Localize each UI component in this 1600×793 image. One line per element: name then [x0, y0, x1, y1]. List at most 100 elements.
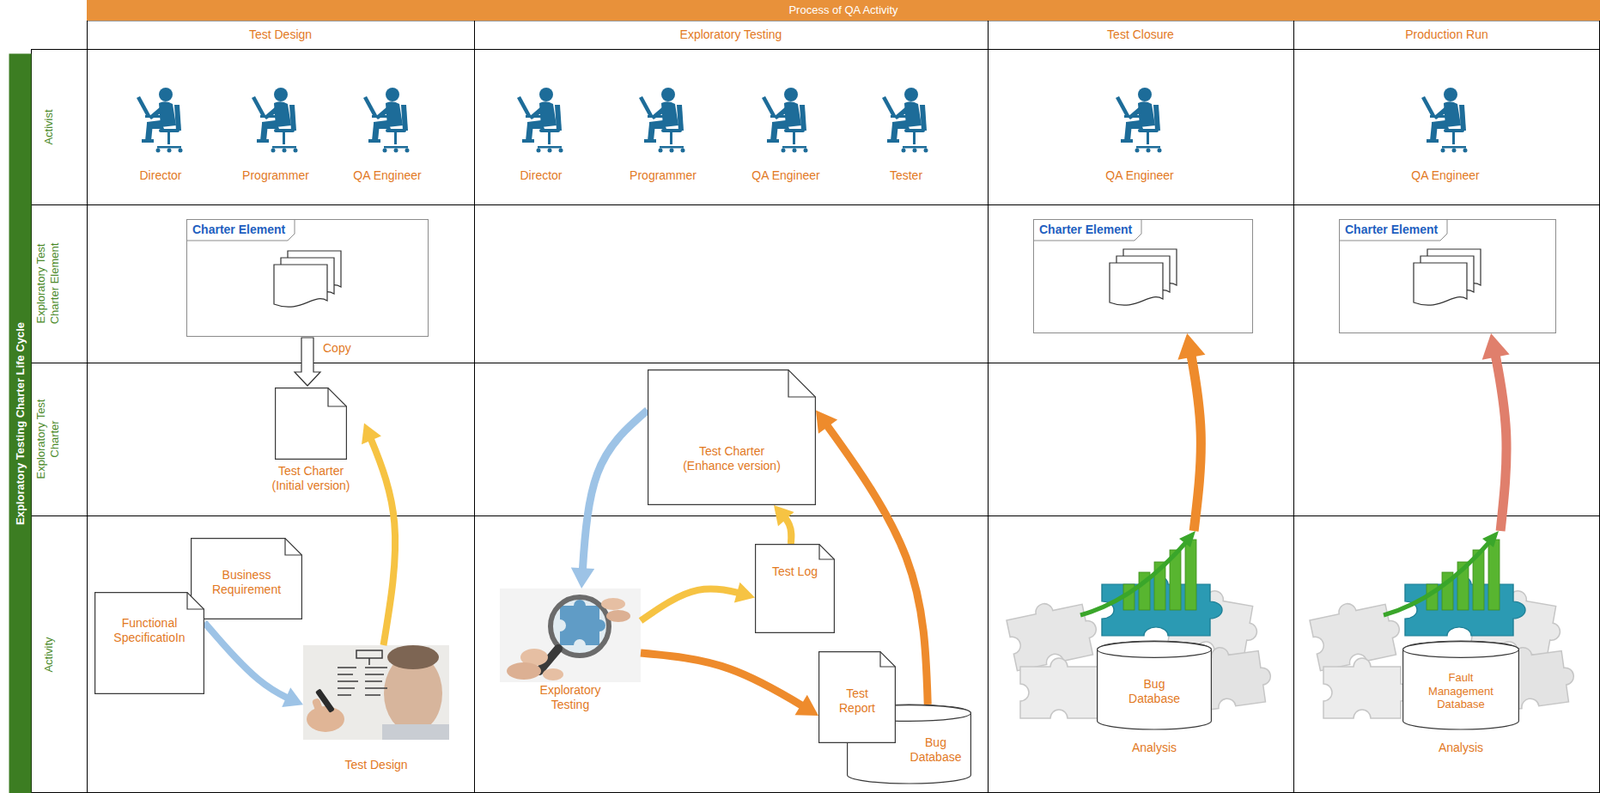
node-text: Test Design [249, 27, 312, 43]
document-outline [191, 538, 303, 620]
cylinder-outline [847, 704, 972, 784]
node-text: Bug Database [906, 735, 967, 765]
node-text: Analysis [1438, 740, 1484, 755]
connector-group [773, 504, 795, 544]
grid-lines [30, 20, 1600, 793]
grid-lines [30, 515, 1600, 517]
node-text: Test Design [344, 757, 408, 773]
node-text: Analysis [1131, 740, 1177, 755]
document-shape: Test Log [754, 543, 835, 633]
person-icons [251, 87, 299, 153]
node-text: Charter Element [187, 219, 294, 241]
person-icons [1421, 87, 1468, 153]
row-header: Exploratory Test Charter Element [32, 204, 64, 363]
copy-arrow [294, 337, 321, 386]
exploratory-testing-photo [499, 588, 641, 682]
person-icons [638, 87, 686, 153]
grid-lines [30, 791, 1600, 793]
role-name: Director [519, 168, 562, 183]
flow-arrow [1186, 333, 1201, 531]
arrow-head [773, 504, 795, 526]
connector-group [640, 582, 755, 621]
role-name: QA Engineer [1411, 168, 1479, 183]
role-name: Tester [889, 168, 923, 183]
person-icons [517, 87, 564, 153]
label-holder: Director [519, 168, 562, 183]
document-fold [880, 651, 895, 667]
grid-lines [1599, 20, 1600, 793]
edge-label-holder: Copy [321, 340, 353, 356]
document-outline [95, 592, 205, 694]
charter-element-box: Charter Element [186, 219, 429, 337]
document-shape: Functional SpecificatioIn [94, 591, 205, 694]
label-holder: Tester [889, 168, 923, 183]
label-holder: Programmer [629, 168, 697, 183]
node-text: Test Closure [1107, 27, 1175, 43]
flow-arrow [364, 423, 396, 645]
exploratory-testing-photo [542, 668, 564, 681]
exploratory-testing-photo [601, 597, 626, 610]
test-design-photo [303, 644, 450, 740]
node-text: Functional SpecificatioIn [98, 615, 201, 645]
exploratory-testing-photo [506, 662, 542, 680]
photo-node: Exploratory Testing [499, 588, 641, 718]
cylinder-top [847, 705, 972, 722]
node-text: Fault Management Database [1417, 670, 1504, 712]
label-holder: QA Engineer [1411, 168, 1479, 183]
document-shape: Business Requirement [190, 537, 303, 620]
cylinder-outline [1403, 640, 1520, 730]
node-text: Exploratory Test Charter [34, 390, 61, 487]
document-stack-icons [273, 249, 1481, 307]
document-outline [755, 544, 835, 633]
test-charter-document: Test Charter (Enhance version) [647, 369, 816, 505]
node-text: Activity [41, 636, 55, 672]
grid-lines [30, 362, 1600, 364]
test-design-photo [337, 650, 388, 695]
node-text: Process of QA Activity [788, 3, 898, 18]
node-text: Activist [41, 109, 55, 145]
database-cylinder: Bug Database [1096, 640, 1212, 730]
person-icons [1115, 87, 1162, 153]
photo-node: Test Design [303, 644, 450, 778]
connector-group [640, 652, 819, 716]
cylinder-top [1403, 641, 1520, 658]
document-stack-icons [273, 250, 341, 307]
analysis-picture [1004, 530, 1577, 718]
arrow-head [795, 694, 819, 716]
charter-element-box: Charter Element [1033, 219, 1254, 334]
column-header: Test Design [86, 20, 475, 49]
grid-lines [474, 20, 475, 793]
label-holder: QA Engineer [1105, 168, 1174, 183]
document-stack-icons [1413, 249, 1481, 305]
document-outline [647, 369, 816, 505]
role-name: QA Engineer [1105, 168, 1174, 183]
node-text: Production Run [1405, 27, 1489, 43]
node-text: Test Charter (Enhance version) [671, 444, 792, 474]
flow-arrow [581, 409, 648, 589]
arrow-head [361, 423, 382, 445]
exploratory-testing-photo [606, 609, 631, 622]
document-shape: Test Report [818, 650, 896, 743]
arrow-head [1177, 333, 1205, 360]
arrow-head [734, 582, 755, 603]
column-header: Production Run [1293, 20, 1600, 49]
person-icons [882, 87, 929, 153]
node-text: Business Requirement [199, 567, 294, 597]
test-design-photo [303, 644, 450, 740]
connector-group [204, 622, 304, 707]
node-text: Charter Element [1034, 219, 1141, 241]
row-header: Activist [32, 48, 64, 205]
analysis-node: Bug DatabaseAnalysis [1030, 530, 1278, 761]
label-holder: QA Engineer [751, 168, 820, 183]
arrow-head [281, 687, 304, 707]
role-name: QA Engineer [751, 168, 820, 183]
grid-lines [86, 20, 1600, 22]
document-fold [819, 544, 834, 560]
node-text: Test Report [831, 686, 883, 716]
row-header: Exploratory Test Charter [32, 362, 64, 516]
role-name: QA Engineer [352, 168, 421, 183]
grid-lines [987, 20, 989, 793]
node-text: Test Charter (Initial version) [261, 463, 361, 493]
column-header: Exploratory Testing [474, 20, 988, 49]
column-header: Test Closure [987, 20, 1294, 49]
